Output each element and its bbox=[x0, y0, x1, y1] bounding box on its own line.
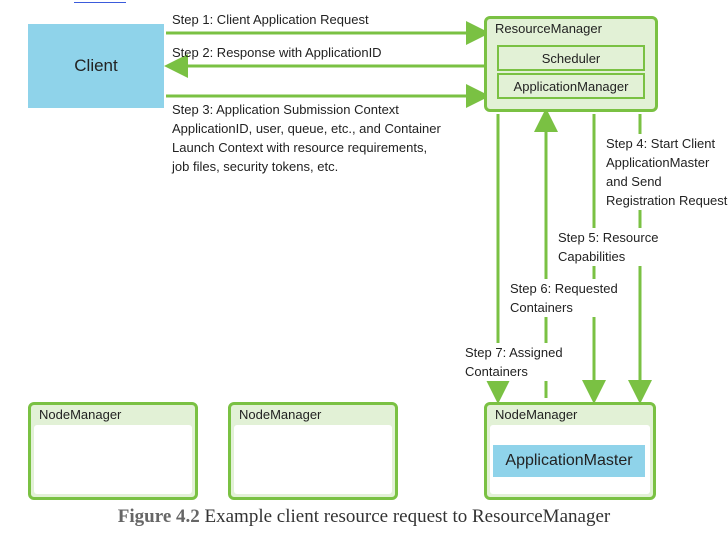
node-manager-title-2: NodeManager bbox=[239, 407, 322, 422]
step3-label: Step 3: Application Submission Context A… bbox=[172, 102, 441, 174]
node-manager-title-3: NodeManager bbox=[495, 407, 578, 422]
caption-text: Example client resource request to Resou… bbox=[199, 506, 611, 527]
scheduler-label: Scheduler bbox=[541, 50, 601, 66]
node-manager-box-3: NodeManager ApplicationMaster bbox=[484, 402, 656, 500]
link-fragment[interactable] bbox=[74, 0, 126, 3]
node-manager-body-2 bbox=[234, 425, 392, 494]
figure-number: Figure 4.2 bbox=[117, 506, 200, 527]
client-label: Client bbox=[74, 56, 118, 75]
application-master-label: ApplicationMaster bbox=[505, 452, 633, 469]
step5-label: Step 5: Resource Capabilities bbox=[558, 228, 659, 266]
resource-manager-title: ResourceManager bbox=[495, 21, 602, 36]
application-manager-box: ApplicationManager bbox=[497, 73, 645, 99]
node-manager-box-1: NodeManager bbox=[28, 402, 198, 500]
scheduler-box: Scheduler bbox=[497, 45, 645, 71]
step4-label: Step 4: Start Client ApplicationMaster a… bbox=[606, 134, 728, 210]
application-manager-label: ApplicationManager bbox=[513, 78, 629, 94]
step6-label: Step 6: Requested Containers bbox=[510, 279, 618, 317]
resource-manager-box: ResourceManager Scheduler ApplicationMan… bbox=[484, 16, 658, 112]
figure-caption: Figure 4.2 Example client resource reque… bbox=[0, 506, 728, 528]
step7-label: Step 7: Assigned Containers bbox=[465, 343, 563, 381]
step1-label: Step 1: Client Application Request bbox=[172, 12, 369, 27]
node-manager-body-1 bbox=[34, 425, 192, 494]
application-master-box: ApplicationMaster bbox=[493, 445, 645, 477]
node-manager-title-1: NodeManager bbox=[39, 407, 122, 422]
client-box: Client bbox=[28, 24, 164, 108]
node-manager-box-2: NodeManager bbox=[228, 402, 398, 500]
step2-label: Step 2: Response with ApplicationID bbox=[172, 45, 382, 60]
